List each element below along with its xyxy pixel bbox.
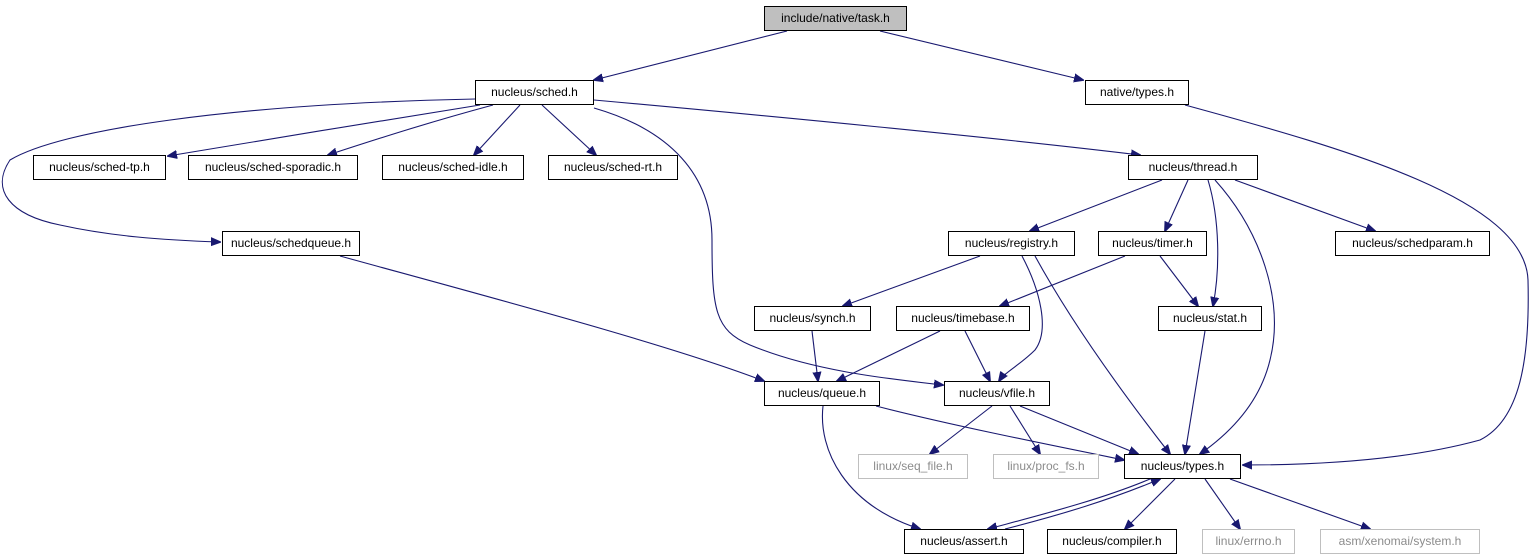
edge-native-types-to-types: [1184, 104, 1529, 465]
edge-thread-to-registry: [1030, 179, 1163, 231]
edge-synch-to-queue: [811, 330, 818, 381]
edge-sched-to-sched-idle: [474, 104, 521, 155]
edge-sched-to-sched-rt: [541, 104, 596, 155]
node-nucleus-sched-idle-h[interactable]: nucleus/sched-idle.h: [382, 155, 524, 180]
edge-timer-to-stat: [1159, 255, 1198, 306]
edge-sched-to-vfile: [593, 107, 943, 385]
node-nucleus-schedqueue-h[interactable]: nucleus/schedqueue.h: [222, 231, 360, 256]
edge-schedqueue-to-queue: [339, 255, 764, 381]
edge-registry-to-types: [1034, 255, 1170, 454]
node-nucleus-sched-rt-h[interactable]: nucleus/sched-rt.h: [548, 155, 678, 180]
edge-thread-to-schedparam: [1234, 179, 1375, 231]
edge-types-to-system: [1229, 478, 1370, 529]
edge-sched-to-thread: [593, 99, 1140, 155]
node-linux-errno-h: linux/errno.h: [1202, 529, 1295, 554]
dependency-edges: [1, 30, 1529, 530]
edge-thread-to-timer: [1165, 179, 1189, 231]
edge-stat-to-types: [1185, 330, 1206, 454]
edge-thread-to-stat: [1207, 179, 1218, 306]
node-nucleus-sched-h[interactable]: nucleus/sched.h: [475, 80, 594, 105]
edge-assert-to-types: [1004, 479, 1160, 530]
edge-task-to-native-types: [879, 30, 1083, 80]
edge-timebase-to-vfile: [964, 330, 990, 381]
node-nucleus-synch-h[interactable]: nucleus/synch.h: [754, 306, 871, 331]
edge-sched-to-schedqueue: [1, 98, 476, 242]
edge-timer-to-timebase: [1000, 255, 1126, 306]
edge-types-to-errno: [1204, 478, 1240, 529]
edge-task-to-sched: [594, 30, 788, 80]
edge-registry-to-synch: [843, 255, 981, 306]
node-nucleus-sched-tp-h[interactable]: nucleus/sched-tp.h: [33, 155, 166, 180]
edge-vfile-to-seq-file: [930, 405, 993, 454]
edge-vfile-to-types: [1019, 405, 1138, 454]
edge-vfile-to-proc-fs: [1009, 405, 1040, 454]
edge-types-to-assert: [988, 478, 1151, 529]
node-native-types-h[interactable]: native/types.h: [1085, 80, 1189, 105]
node-linux-proc-fs-h: linux/proc_fs.h: [993, 454, 1099, 479]
node-nucleus-queue-h[interactable]: nucleus/queue.h: [764, 381, 880, 406]
edge-sched-to-sched-tp: [168, 104, 481, 156]
node-linux-seq-file-h: linux/seq_file.h: [858, 454, 968, 479]
node-include-native-task-h: include/native/task.h: [764, 6, 907, 31]
node-nucleus-vfile-h[interactable]: nucleus/vfile.h: [944, 381, 1050, 406]
edge-thread-to-types: [1200, 179, 1275, 454]
node-nucleus-assert-h[interactable]: nucleus/assert.h: [904, 529, 1024, 554]
node-nucleus-schedparam-h[interactable]: nucleus/schedparam.h: [1335, 231, 1490, 256]
node-asm-xenomai-system-h: asm/xenomai/system.h: [1320, 529, 1480, 554]
node-nucleus-stat-h[interactable]: nucleus/stat.h: [1158, 306, 1262, 331]
node-nucleus-sched-sporadic-h[interactable]: nucleus/sched-sporadic.h: [188, 155, 358, 180]
edge-timebase-to-queue: [837, 330, 941, 381]
node-nucleus-registry-h[interactable]: nucleus/registry.h: [948, 231, 1075, 256]
edge-queue-to-assert: [821, 405, 920, 529]
edge-sched-to-sched-sporadic: [328, 104, 494, 155]
node-nucleus-timebase-h[interactable]: nucleus/timebase.h: [896, 306, 1030, 331]
node-nucleus-types-h[interactable]: nucleus/types.h: [1124, 454, 1241, 479]
node-nucleus-compiler-h[interactable]: nucleus/compiler.h: [1047, 529, 1177, 554]
node-nucleus-timer-h[interactable]: nucleus/timer.h: [1098, 231, 1207, 256]
node-nucleus-thread-h[interactable]: nucleus/thread.h: [1128, 155, 1258, 180]
edge-registry-to-vfile: [999, 255, 1043, 381]
edge-types-to-compiler: [1125, 478, 1176, 529]
